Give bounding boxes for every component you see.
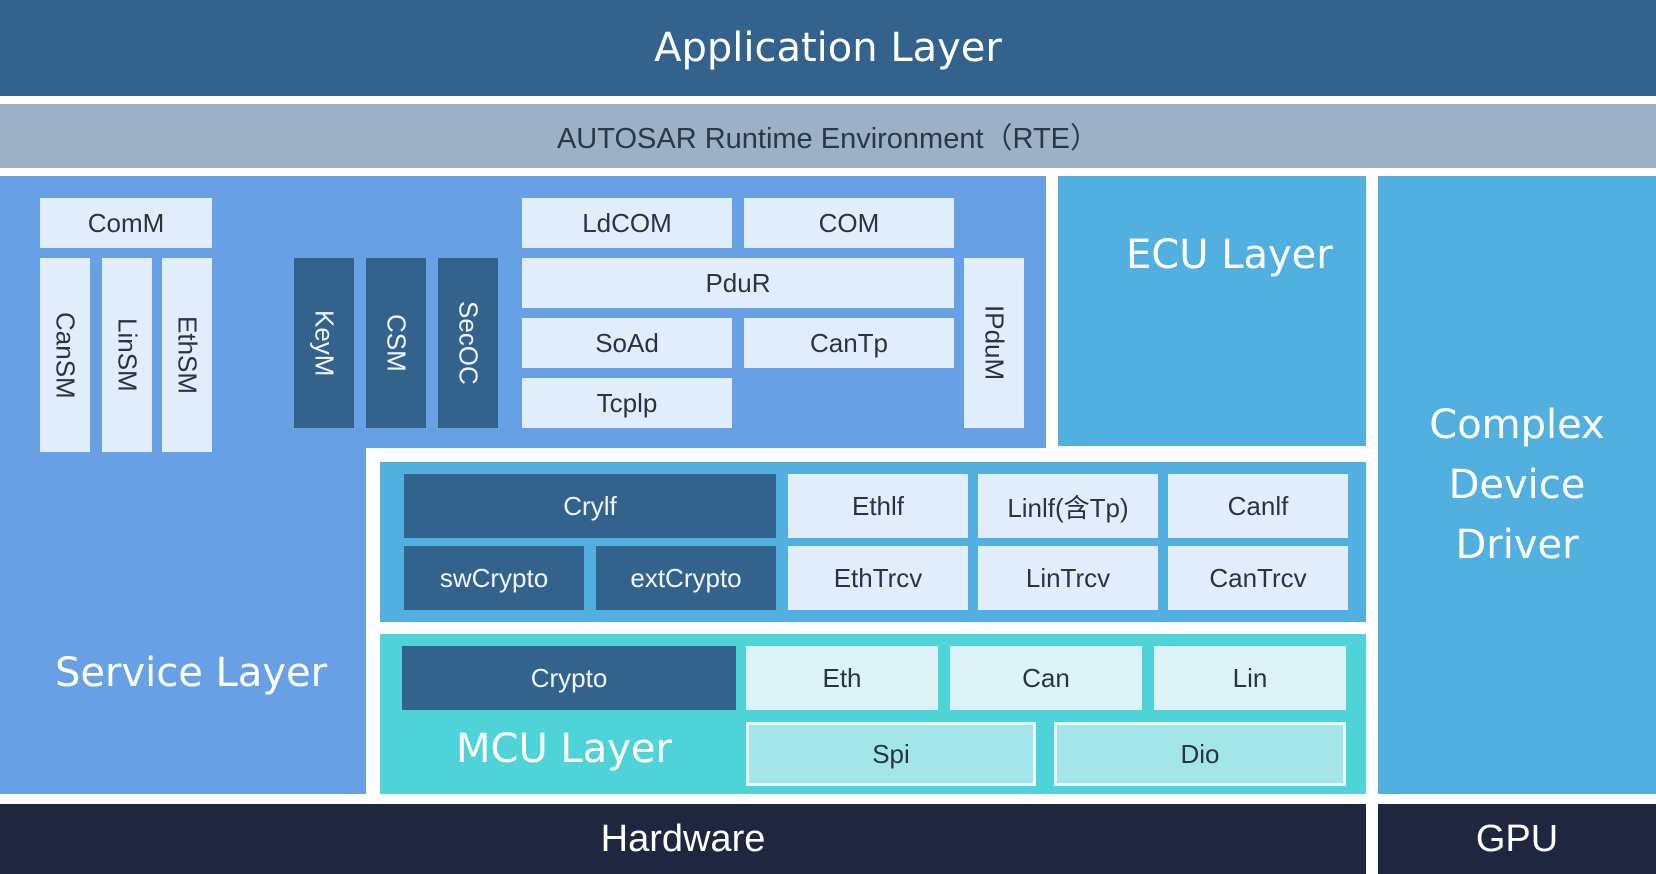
com-label: COM	[818, 207, 880, 238]
pdur-module: PduR	[522, 258, 954, 308]
cantp-module: CanTp	[744, 318, 954, 368]
comm-module: ComM	[40, 198, 212, 248]
ethtrcv-label: EthTrcv	[833, 562, 923, 593]
service-layer-title: Service Layer	[55, 650, 328, 696]
secoc-label: SecOC	[453, 301, 484, 385]
service-layer-lower	[0, 448, 366, 794]
ethif-module: Ethlf	[788, 474, 968, 538]
ldcom-label: LdCOM	[582, 207, 672, 238]
linsm-label: LinSM	[112, 318, 143, 392]
ethif-label: Ethlf	[851, 490, 905, 521]
mcu-layer-title: MCU Layer	[456, 726, 672, 772]
lin-module: Lin	[1154, 646, 1346, 710]
csm-module: CSM	[366, 258, 426, 428]
cdd-line-3: Driver	[1455, 522, 1579, 568]
cansm-module: CanSM	[40, 258, 90, 452]
swcrypto-module: swCrypto	[404, 546, 584, 610]
com-module: COM	[744, 198, 954, 248]
ipdum-label: IPduM	[979, 305, 1010, 381]
lin-label: Lin	[1232, 662, 1268, 693]
cdd-line-2: Device	[1448, 462, 1586, 508]
application-layer: Application Layer	[0, 0, 1656, 96]
cantrcv-module: CanTrcv	[1168, 546, 1348, 610]
hardware-label: Hardware	[600, 817, 766, 860]
eth-module: Eth	[746, 646, 938, 710]
keym-label: KeyM	[309, 309, 340, 377]
keym-module: KeyM	[294, 258, 354, 428]
swcrypto-label: swCrypto	[439, 562, 549, 593]
spi-module: Spi	[746, 722, 1036, 786]
lintrcv-module: LinTrcv	[978, 546, 1158, 610]
ldcom-module: LdCOM	[522, 198, 732, 248]
cansm-label: CanSM	[50, 311, 81, 399]
can-module: Can	[950, 646, 1142, 710]
eth-label: Eth	[822, 662, 862, 693]
extcrypto-label: extCrypto	[630, 562, 742, 593]
comm-label: ComM	[87, 207, 165, 238]
crypto-label: Crypto	[530, 662, 608, 693]
soad-module: SoAd	[522, 318, 732, 368]
linif-module: Linlf(含Tp)	[978, 474, 1158, 538]
spi-label: Spi	[872, 738, 910, 769]
cdd-line-1: Complex	[1429, 402, 1605, 448]
rte-layer: AUTOSAR Runtime Environment（RTE）	[0, 104, 1656, 168]
dio-module: Dio	[1054, 722, 1346, 786]
ethsm-module: EthSM	[162, 258, 212, 452]
extcrypto-module: extCrypto	[596, 546, 776, 610]
canif-module: Canlf	[1168, 474, 1348, 538]
complex-device-driver: Complex Device Driver	[1378, 176, 1656, 794]
cantrcv-label: CanTrcv	[1209, 562, 1307, 593]
linif-label: Linlf(含Tp)	[1007, 492, 1129, 523]
pdur-label: PduR	[705, 267, 771, 298]
application-layer-label: Application Layer	[654, 25, 1002, 71]
cantp-label: CanTp	[809, 327, 889, 358]
ecu-layer	[1058, 176, 1366, 446]
linsm-module: LinSM	[102, 258, 152, 452]
gpu-label: GPU	[1475, 817, 1559, 860]
ethsm-label: EthSM	[172, 315, 203, 395]
rte-label: AUTOSAR Runtime Environment（RTE）	[556, 123, 1100, 155]
can-label: Can	[1022, 662, 1070, 693]
dio-label: Dio	[1180, 738, 1220, 769]
ecu-layer-title: ECU Layer	[1126, 232, 1333, 278]
crypto-module: Crypto	[402, 646, 736, 710]
csm-label: CSM	[381, 314, 412, 372]
ethtrcv-module: EthTrcv	[788, 546, 968, 610]
tcpip-label: Tcplp	[596, 387, 658, 418]
cryif-label: Crylf	[563, 490, 617, 521]
tcpip-module: Tcplp	[522, 378, 732, 428]
gpu-layer: GPU	[1378, 804, 1656, 874]
hardware-layer: Hardware	[0, 804, 1366, 874]
secoc-module: SecOC	[438, 258, 498, 428]
lintrcv-label: LinTrcv	[1025, 562, 1111, 593]
cryif-module: Crylf	[404, 474, 776, 538]
ipdum-module: IPduM	[964, 258, 1024, 428]
soad-label: SoAd	[595, 327, 659, 358]
canif-label: Canlf	[1227, 490, 1289, 521]
